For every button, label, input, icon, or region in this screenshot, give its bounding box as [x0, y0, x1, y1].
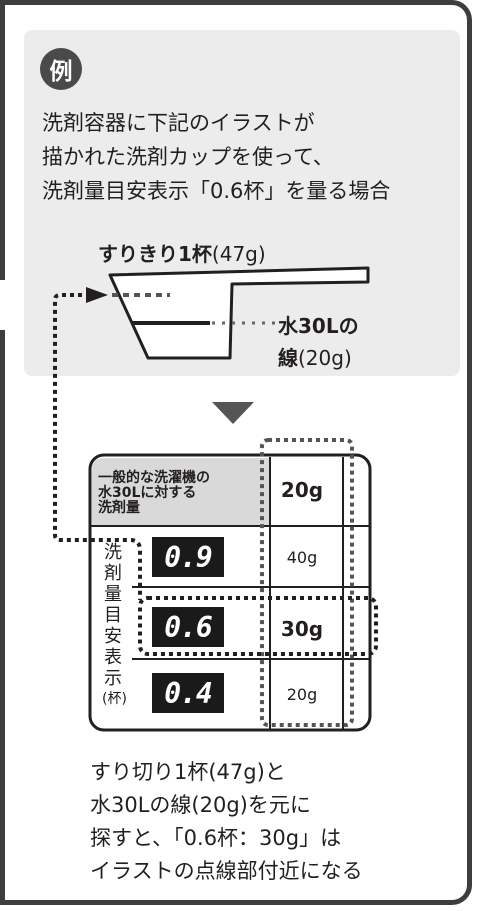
cup-line-grams: (20g) [298, 346, 352, 370]
row-highlight-dotted [138, 596, 378, 656]
lcd-display-row-2: 0.6 [152, 607, 224, 647]
down-arrow-icon [212, 402, 254, 424]
cup-full-bold: すりきり1杯 [98, 242, 212, 266]
cup-line-label-2: 線(20g) [278, 342, 352, 371]
example-badge: 例 [40, 48, 82, 90]
cup-full-grams: (47g) [211, 242, 266, 266]
cup-line-bold: 水30Lの [278, 314, 359, 338]
grams-row-3: 20g [286, 685, 318, 704]
dotted-connector-line [53, 293, 142, 600]
conclusion-line-4: イラストの点線部付近になる [90, 859, 363, 883]
cup-line-word: 線 [278, 346, 298, 370]
table-header-value: 20g [280, 478, 324, 502]
intro-line-3: 洗剤量目安表示「0.6杯」を量る場合 [42, 179, 391, 203]
connector-arrowhead-icon [86, 287, 108, 303]
grams-row-1: 40g [286, 548, 318, 567]
conclusion-line-3: 探すと、「0.6杯：30g」は [90, 826, 342, 850]
card-left-border-bottom [0, 330, 5, 905]
measuring-cup-icon [108, 266, 370, 360]
lcd-display-row-3: 0.4 [152, 673, 224, 713]
column-highlight-dotted [260, 438, 354, 727]
side-label: 洗剤量目安表示(杯) [102, 542, 127, 707]
table-header-label: 一般的な洗濯機の 水30Lに対する 洗剤量 [98, 470, 210, 516]
intro-line-2: 描かれた洗剤カップを使って、 [42, 145, 334, 169]
card-left-border-top [0, 0, 5, 280]
table-header-bg [92, 458, 270, 526]
conclusion-line-1: すり切り1杯(47g)と [90, 760, 286, 784]
example-panel [24, 30, 460, 376]
intro-line-1: 洗剤容器に下記のイラストが [42, 111, 315, 135]
conclusion-line-2: 水30Lの線(20g)を元に [90, 793, 311, 817]
cup-line-label-1: 水30Lの [278, 310, 359, 339]
grams-row-2: 30g [280, 617, 324, 641]
lcd-display-row-1: 0.9 [152, 537, 224, 577]
cup-full-label: すりきり1杯(47g) [98, 238, 266, 267]
